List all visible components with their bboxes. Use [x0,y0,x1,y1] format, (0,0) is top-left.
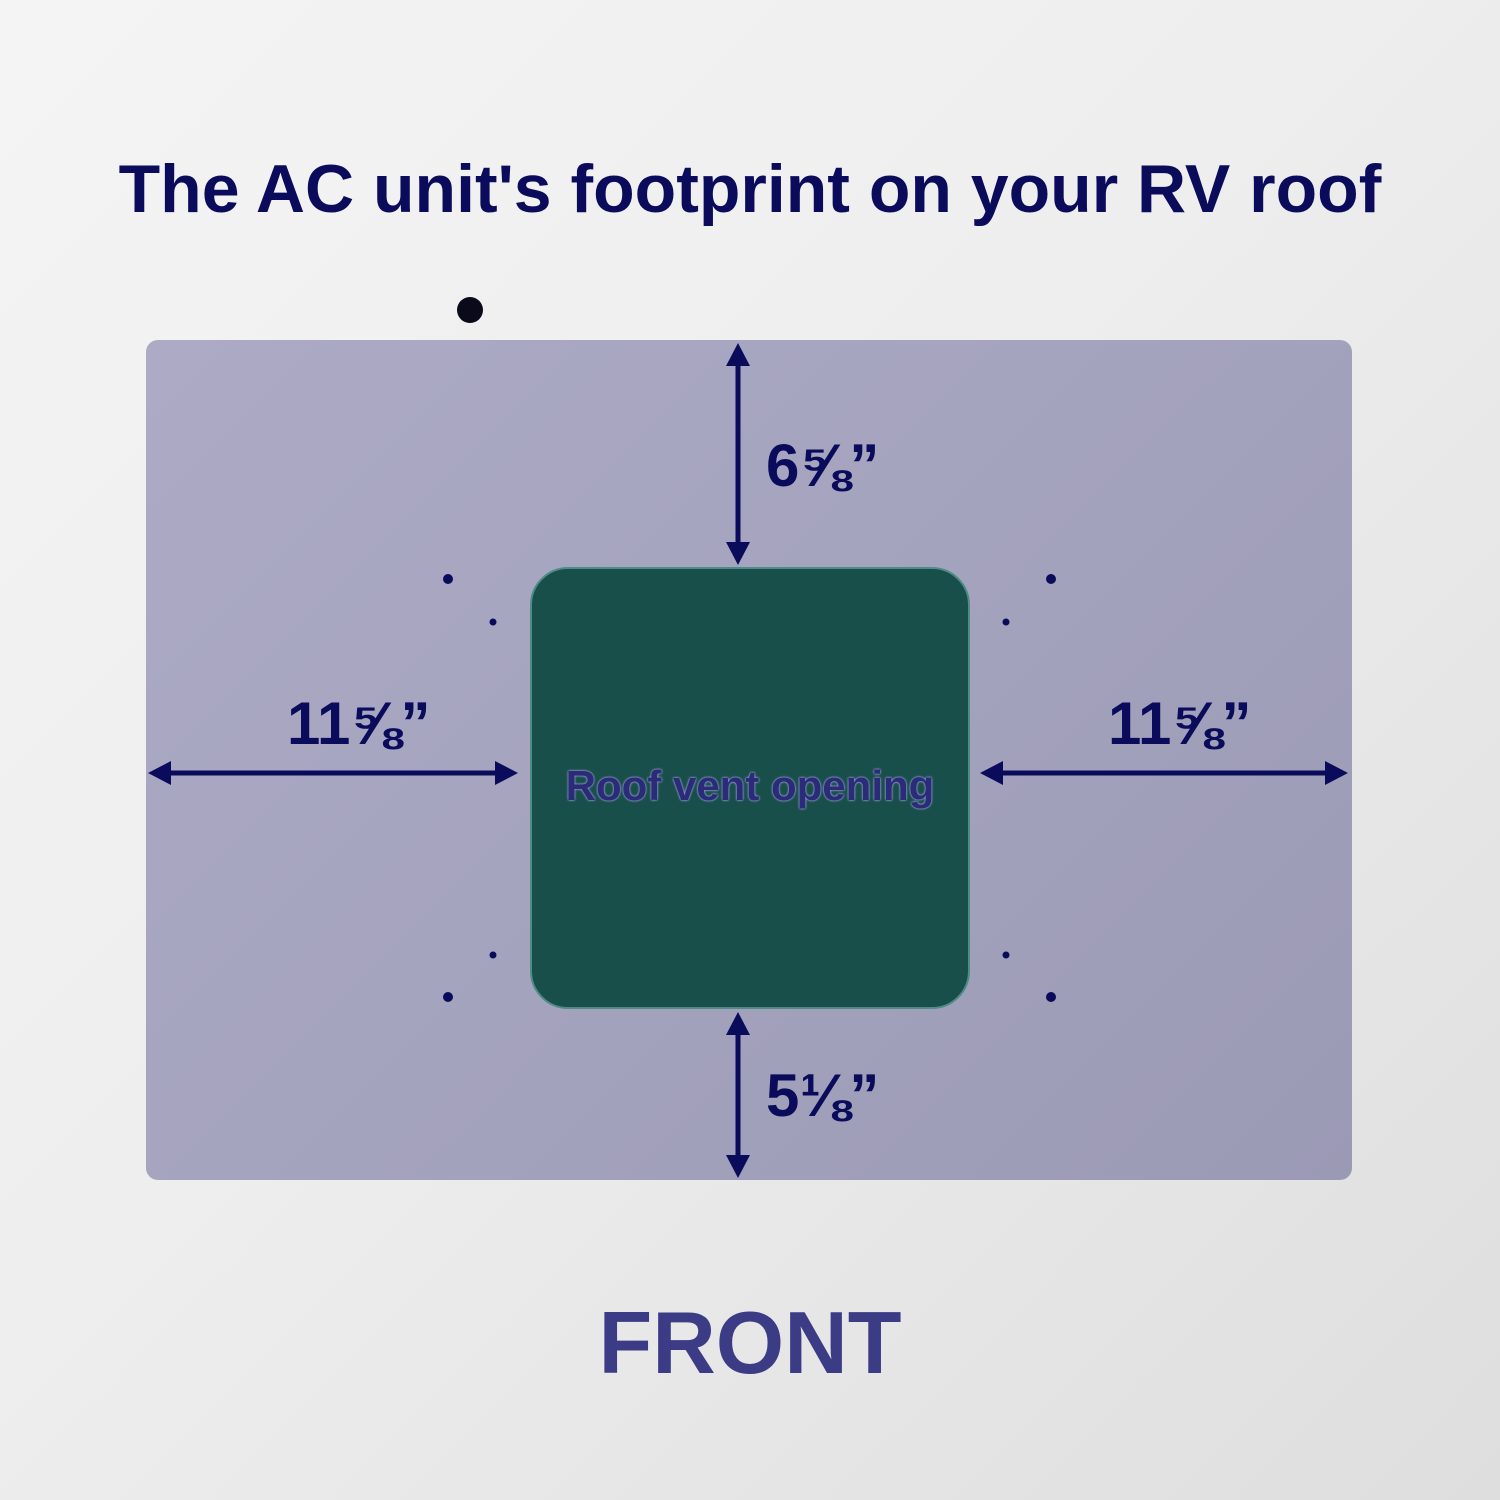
right-arrow-head-right [1325,761,1348,785]
top-clearance-label: 6⅝” [766,432,880,499]
mounting-hole-dot [1046,574,1056,584]
bottom-arrow-head-up [726,1012,750,1035]
mounting-hole-dot [1002,618,1010,626]
roof-vent-opening [530,567,970,1009]
left-clearance-label: 11⅝” [287,690,431,757]
mounting-hole-dot [443,992,453,1002]
bottom-arrow-head-down [726,1155,750,1178]
marker-dot [457,297,483,323]
top-arrow-head-up [726,343,750,366]
mounting-hole-dot [443,574,453,584]
left-arrow-head-left [148,761,171,785]
front-label: FRONT [598,1293,902,1392]
left-arrow-head-right [495,761,518,785]
right-arrow-head-left [980,761,1003,785]
mounting-hole-dot [489,951,497,959]
diagram-title: The AC unit's footprint on your RV roof [118,151,1382,227]
mounting-hole-dot [1002,951,1010,959]
top-arrow-head-down [726,542,750,565]
bottom-clearance-label: 5⅛” [766,1062,880,1129]
right-clearance-label: 11⅝” [1108,690,1252,757]
mounting-hole-dot [1046,992,1056,1002]
mounting-hole-dot [489,618,497,626]
vent-label: Roof vent opening [565,762,935,809]
